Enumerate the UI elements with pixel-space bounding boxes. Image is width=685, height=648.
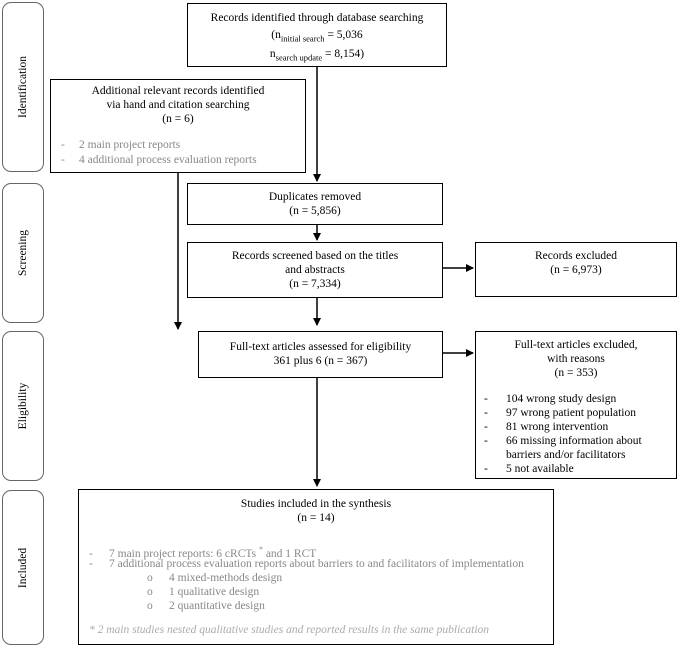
duplicates-n: (n = 5,856)	[289, 205, 341, 217]
included-box: Studies included in the synthesis (n = 1…	[78, 489, 554, 645]
fulltext-excluded-title-2: with reasons	[547, 353, 605, 365]
included-footnote: * 2 main studies nested qualitative stud…	[89, 624, 490, 636]
fulltext-excluded-box: Full-text articles excluded, with reason…	[475, 331, 677, 479]
duplicates-box: Duplicates removed (n = 5,856)	[187, 183, 443, 225]
included-item-main-reports: -7 main project reports: 6 cRCTs * and 1…	[89, 545, 317, 560]
exclusion-reason: -97 wrong patient population	[484, 407, 636, 419]
duplicates-title: Duplicates removed	[268, 191, 362, 203]
included-item-process-reports: -7 additional process evaluation reports…	[89, 558, 524, 570]
screened-box: Records screened based on the titles and…	[187, 242, 443, 298]
exclusion-reason: -81 wrong intervention	[484, 421, 609, 433]
additional-records-title-2: via hand and citation searching	[106, 99, 250, 111]
additional-records-n: (n = 6)	[162, 113, 194, 125]
phase-included: Included	[2, 490, 44, 645]
records-excluded-box: Records excluded (n = 6,973)	[475, 242, 677, 297]
additional-records-box: Additional relevant records identified v…	[50, 79, 306, 173]
exclusion-reason: -66 missing information about	[484, 435, 642, 447]
screened-title-2: and abstracts	[285, 264, 345, 276]
additional-records-item: -2 main project reports	[61, 139, 181, 151]
fulltext-box: Full-text articles assessed for eligibil…	[198, 331, 443, 378]
records-excluded-n: (n = 6,973)	[550, 264, 602, 276]
included-title: Studies included in the synthesis	[240, 498, 392, 510]
records-initial-search: (ninitial search = 5,036	[271, 29, 363, 44]
phase-identification: Identification	[2, 2, 44, 172]
exclusion-reason: -104 wrong study design	[484, 393, 617, 405]
screened-title-1: Records screened based on the titles	[231, 250, 399, 262]
fulltext-excluded-n: (n = 353)	[554, 367, 598, 379]
records-identified-box: Records identified through database sear…	[187, 3, 447, 67]
additional-records-title-1: Additional relevant records identified	[91, 85, 265, 97]
phase-eligibility: Eligibility	[2, 331, 44, 481]
records-search-update: nsearch update = 8,154)	[269, 48, 365, 63]
included-n: (n = 14)	[297, 512, 335, 524]
phase-screening: Screening	[2, 183, 44, 323]
exclusion-reason-continued: barriers and/or facilitators	[506, 449, 626, 461]
fulltext-n: 361 plus 6 (n = 367)	[273, 355, 368, 367]
screened-n: (n = 7,334)	[289, 278, 341, 290]
additional-records-item: -4 additional process evaluation reports	[61, 154, 257, 166]
fulltext-title: Full-text articles assessed for eligibil…	[229, 341, 412, 353]
records-excluded-title: Records excluded	[534, 250, 618, 262]
fulltext-excluded-title-1: Full-text articles excluded,	[514, 339, 638, 351]
records-identified-title: Records identified through database sear…	[210, 12, 424, 24]
exclusion-reason: -5 not available	[484, 463, 574, 475]
